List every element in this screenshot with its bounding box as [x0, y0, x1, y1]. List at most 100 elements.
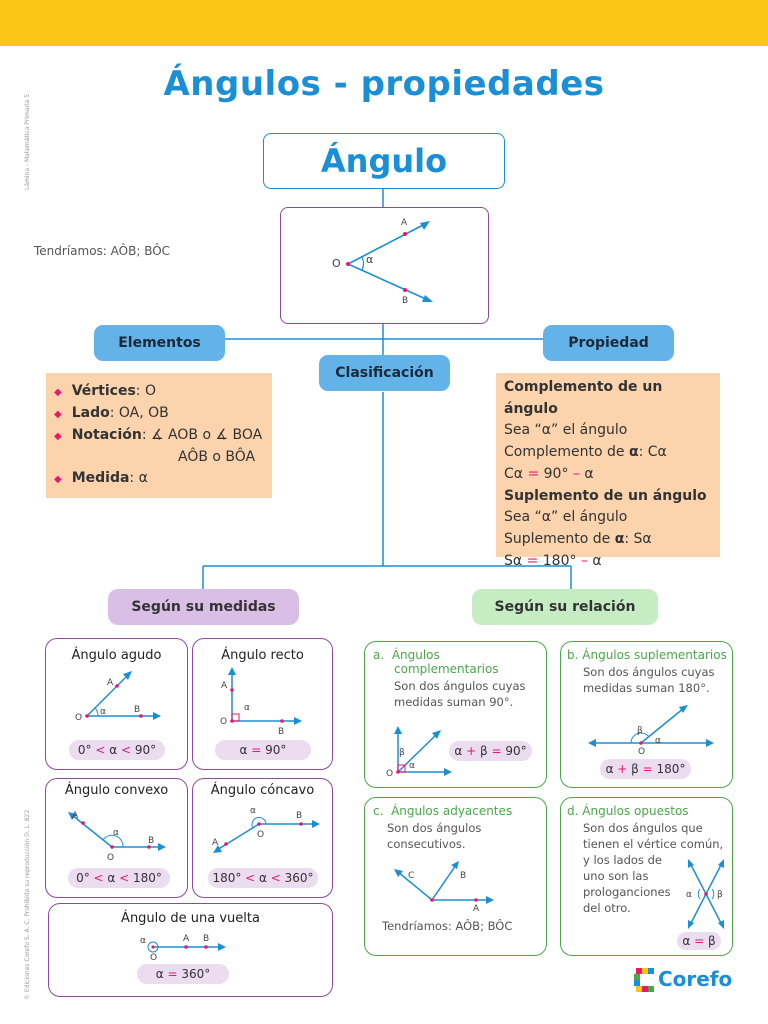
recto-diagram: O A B α	[220, 667, 302, 737]
top-banner	[0, 0, 768, 46]
concavo-label-alpha: α	[250, 806, 256, 816]
elementos-pill: Elementos	[94, 325, 225, 361]
recto-formula: α = 90°	[215, 740, 311, 760]
recto-label-b: B	[278, 727, 284, 737]
complementarios-desc: Son dos ángulos cuyas	[394, 679, 526, 693]
complemento-formula: Cα = 90° – α	[504, 465, 594, 482]
convexo-title: Ángulo convexo	[64, 783, 169, 798]
complementarios-title: a. Ángulos	[373, 648, 440, 662]
elementos-item: ◆Lado: OA, OB	[54, 405, 169, 421]
vuelta-label-o: O	[150, 953, 157, 963]
complemento-title: Complemento de un ángulo	[504, 379, 663, 417]
concavo-diagram: α O A B	[212, 806, 320, 853]
segun-medidas-pill: Según su medidas	[108, 589, 299, 625]
suplemento-line: Suplemento de α: Sα	[504, 530, 652, 547]
angle-diagram-box	[280, 207, 489, 324]
vuelta-diagram: α O A B	[140, 934, 226, 963]
suplemento-formula: Sα = 180° – α	[504, 552, 602, 569]
adyacentes-tendriamos: Tendríamos: AÔB; BÔC	[382, 919, 513, 933]
convexo-formula: 0° < α < 180°	[68, 868, 170, 888]
agudo-label-b: B	[134, 705, 140, 715]
vuelta-label-a: A	[183, 934, 190, 944]
recto-label-o: O	[220, 717, 227, 727]
convexo-label-b: B	[148, 836, 154, 846]
label-o: O	[332, 257, 341, 270]
opuestos-card: d. Ángulos opuestos Son dos ángulos que …	[560, 797, 733, 956]
concavo-label-b: B	[296, 811, 302, 821]
suplementarios-desc-2: medidas suman 180°.	[583, 681, 710, 695]
tendriamos-note: Tendríamos: AÔB; BÔC	[34, 244, 171, 258]
adyacentes-label-b: B	[460, 871, 466, 881]
opuestos-desc-2: tienen el vértice común,	[583, 837, 724, 851]
corefo-logo-icon	[634, 968, 654, 992]
adyacentes-label-c: C	[408, 871, 414, 881]
suplementarios-label-alpha: α	[655, 736, 661, 746]
angle-heading-box: Ángulo	[263, 133, 505, 189]
agudo-label-o: O	[75, 713, 82, 723]
concavo-title: Ángulo cóncavo	[210, 783, 315, 798]
label-b: B	[402, 296, 408, 306]
propiedad-pill: Propiedad	[543, 325, 674, 361]
complementarios-desc-2: medidas suman 90°.	[394, 695, 514, 709]
vuelta-formula: α = 360°	[137, 964, 229, 984]
suplemento-line: Sea “α” el ángulo	[504, 509, 628, 526]
complementarios-formula: α + β = 90°	[449, 741, 532, 761]
complementarios-diagram: O β α	[386, 726, 452, 779]
convexo-diagram: O A B α	[68, 811, 166, 863]
opuestos-title: d. Ángulos opuestos	[567, 804, 689, 818]
convexo-label-o: O	[107, 853, 114, 863]
agudo-title: Ángulo agudo	[71, 648, 162, 663]
adyacentes-desc: Son dos ángulos	[387, 821, 482, 835]
suplementarios-diagram: β O α	[588, 705, 714, 757]
complementarios-label-beta: β	[399, 748, 405, 758]
suplementarios-label-o: O	[638, 747, 645, 757]
vuelta-title: Ángulo de una vuelta	[121, 911, 260, 926]
concavo-formula: 180° < α < 360°	[208, 868, 318, 888]
concavo-label-a: A	[212, 838, 219, 848]
page-title: Ángulos - propiedades	[163, 64, 605, 104]
complementarios-card: a. Ángulos complementarios Son dos ángul…	[364, 641, 547, 788]
agudo-label-a: A	[107, 678, 114, 688]
opuestos-desc-3: y los lados de	[583, 853, 662, 867]
agudo-label-alpha: α	[100, 707, 106, 717]
complementarios-title-2: complementarios	[394, 662, 499, 676]
concavo-label-o: O	[257, 830, 264, 840]
vuelta-label-b: B	[203, 934, 209, 944]
corefo-logo-text: Corefo	[658, 967, 733, 991]
suplementarios-title: b. Ángulos suplementarios	[567, 648, 727, 662]
suplemento-title: Suplemento de un ángulo	[504, 487, 707, 504]
recto-label-a: A	[221, 681, 228, 691]
label-alpha: α	[366, 253, 373, 266]
elementos-panel: ◆Vértices: O ◆Lado: OA, OB ◆Notación: ∡ …	[46, 373, 272, 498]
agudo-diagram: O A B α	[75, 671, 161, 723]
adyacentes-title: c. Ángulos adyacentes	[373, 804, 513, 818]
elementos-item: ◆Notación: ∡ AOB o ∡ BOA	[54, 427, 263, 443]
elementos-item-cont: AÔB o BÔA	[178, 449, 256, 465]
complemento-line: Complemento de α: Cα	[504, 444, 667, 461]
suplementarios-label-beta: β	[637, 726, 643, 736]
adyacentes-label-a: A	[473, 904, 480, 914]
opuestos-desc-4: uno son las	[583, 869, 649, 883]
suplementarios-formula: α + β = 180°	[600, 759, 691, 779]
label-a: A	[401, 218, 408, 228]
suplementarios-desc: Son dos ángulos cuyas	[583, 665, 715, 679]
vuelta-label-alpha: α	[140, 936, 146, 946]
opuestos-label-alpha: α	[686, 890, 692, 900]
agudo-formula: 0° < α < 90°	[69, 740, 165, 760]
opuestos-desc-5: prologanciones	[583, 885, 671, 899]
recto-label-alpha: α	[244, 703, 250, 713]
convexo-label-a: A	[72, 811, 79, 821]
adyacentes-desc-2: consecutivos.	[387, 837, 466, 851]
opuestos-desc-1: Son dos ángulos que	[583, 821, 703, 835]
opuestos-desc-6: del otro.	[583, 901, 631, 915]
segun-relacion-pill: Según su relación	[472, 589, 658, 625]
adyacentes-diagram: C B A	[394, 861, 494, 914]
convexo-label-alpha: α	[113, 828, 119, 838]
clasificacion-pill: Clasificación	[319, 355, 450, 391]
adyacentes-card: c. Ángulos adyacentes Son dos ángulos co…	[364, 797, 547, 956]
opuestos-diagram: α β	[686, 859, 724, 929]
opuestos-label-beta: β	[717, 890, 723, 900]
complementarios-label-alpha: α	[409, 761, 415, 771]
elementos-item: ◆Medida: α	[54, 470, 148, 486]
